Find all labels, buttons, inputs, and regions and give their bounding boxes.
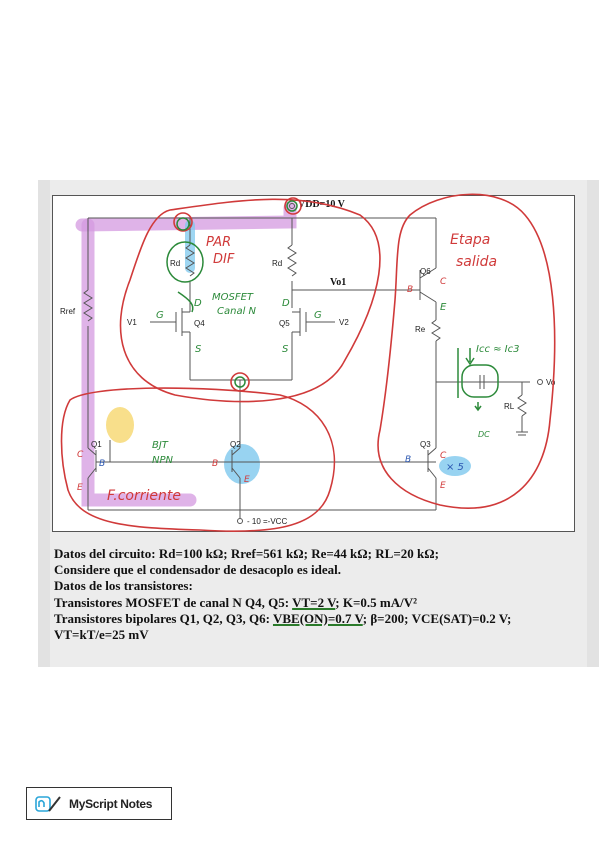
hw-e-q2: E <box>244 475 250 485</box>
vo1-label: Vo1 <box>330 277 346 288</box>
hw-b-q1: B <box>99 459 105 469</box>
purple-highlight <box>75 201 297 507</box>
hw-c-q6: C <box>440 277 447 287</box>
hw-bjt: BJT <box>152 440 169 451</box>
hw-c-q1: C <box>77 450 84 460</box>
hw-c-q3: C <box>440 451 447 461</box>
hw-par: PAR <box>206 235 231 250</box>
circuit-wires <box>83 203 543 524</box>
hw-g-left: G <box>156 310 164 321</box>
hw-canal-n: Canal N <box>217 306 257 317</box>
hw-g-right: G <box>314 310 322 321</box>
capacitor-note-line: Considere que el condensador de desacopl… <box>54 562 341 578</box>
bjt-data-line: Transistores bipolares Q1, Q2, Q3, Q6: V… <box>54 610 512 626</box>
rd-right-label: Rd <box>272 259 282 268</box>
q6-label: Q6 <box>420 267 431 276</box>
q3-label: Q3 <box>420 440 431 449</box>
hw-salida: salida <box>456 254 497 270</box>
mosfet-data-line: Transistores MOSFET de canal N Q4, Q5: V… <box>54 594 418 610</box>
circuit-data-line: Datos del circuito: Rd=100 kΩ; Rref=561 … <box>54 546 439 561</box>
scan-edge-left <box>38 180 50 667</box>
myscript-logo-icon <box>35 795 61 812</box>
vcc-label: - 10 =-VCC <box>247 517 287 526</box>
hw-etapa: Etapa <box>450 232 490 248</box>
vbe-value: VBE(ON)=0.7 V <box>272 610 363 626</box>
hw-e-q1: E <box>77 483 83 493</box>
hw-b-q2: B <box>212 459 218 469</box>
hw-mosfet: MOSFET <box>212 292 254 303</box>
hw-d-right: D <box>282 298 290 309</box>
hw-npn: NPN <box>152 455 174 466</box>
q4-label: Q4 <box>194 319 205 328</box>
hw-dc: DC <box>478 430 490 439</box>
hw-s-right: S <box>282 344 289 355</box>
vdd-label: VDD=10 V <box>298 199 346 210</box>
rd-left-label: Rd <box>170 259 180 268</box>
q5-label: Q5 <box>279 319 290 328</box>
yellow-highlight <box>106 407 134 443</box>
hw-e-q6: E <box>440 302 447 313</box>
blue-highlight-q2 <box>224 444 260 484</box>
hw-b-q3: B <box>405 455 411 465</box>
rref-label: Rref <box>60 307 76 316</box>
q1-label: Q1 <box>91 440 102 449</box>
green-annotations <box>166 200 499 412</box>
hw-b-q6: B <box>407 285 413 295</box>
hw-s-left: S <box>195 344 202 355</box>
blue-highlight-q3 <box>439 456 471 476</box>
hw-icc: Icc ≈ Ic3 <box>476 344 520 355</box>
thermal-voltage-line: VT=kT/e=25 mV <box>54 627 149 643</box>
v1-label: V1 <box>127 318 137 327</box>
hw-x5: × 5 <box>446 462 464 473</box>
hw-e-q3: E <box>440 481 446 491</box>
problem-statement: Datos del circuito: Rd=100 kΩ; Rref=561 … <box>54 546 574 643</box>
vt-value: VT=2 V <box>292 594 336 610</box>
myscript-logo: MyScript Notes <box>26 787 172 820</box>
re-label: Re <box>415 325 426 334</box>
red-annotation-outlines <box>60 193 556 533</box>
q2-label: Q2 <box>230 440 241 449</box>
transistor-data-heading: Datos de los transistores: <box>54 578 193 594</box>
rl-label: RL <box>504 402 515 411</box>
v2-label: V2 <box>339 318 349 327</box>
hw-d-left: D <box>194 298 202 309</box>
scan-edge-right <box>587 180 599 667</box>
hw-dif: DIF <box>213 252 235 267</box>
vo-label: Vo <box>546 378 556 387</box>
logo-text: MyScript Notes <box>69 796 153 811</box>
handwritten-labels: PAR DIF MOSFET Canal N Etapa salida BJT … <box>77 232 520 504</box>
hw-fcorriente: F.corriente <box>107 488 181 504</box>
